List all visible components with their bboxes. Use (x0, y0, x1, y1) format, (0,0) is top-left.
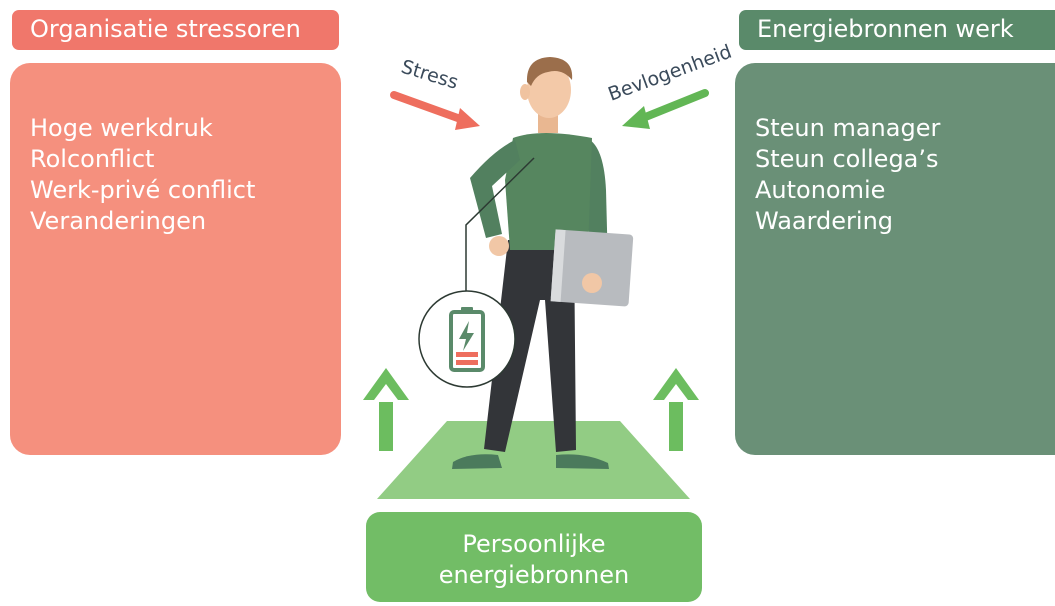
up-arrow-left-icon (363, 368, 409, 451)
stressors-panel: Hoge werkdruk Rolconflict Werk-privé con… (10, 63, 341, 455)
stress-arrow-icon (390, 91, 480, 130)
platform-shape (377, 421, 690, 499)
resource-item: Steun manager (755, 114, 941, 142)
personal-resources-box: Persoonlijke energiebronnen (366, 512, 702, 602)
stressor-item: Hoge werkdruk (30, 114, 213, 142)
laptop-icon (550, 229, 634, 307)
resource-item: Autonomie (755, 176, 886, 204)
engagement-label: Bevlogenheid (605, 41, 734, 106)
personal-resources-line: Persoonlijke (462, 530, 606, 558)
stress-label: Stress (399, 56, 461, 94)
stressors-header: Organisatie stressoren (12, 10, 339, 50)
resource-item: Steun collega’s (755, 145, 939, 173)
personal-resources-line: energiebronnen (438, 561, 630, 589)
person-figure-icon (452, 57, 634, 469)
stressor-item: Veranderingen (30, 207, 207, 235)
battery-badge-icon (418, 290, 516, 388)
engagement-arrow-icon (622, 89, 709, 129)
stressor-item: Werk-privé conflict (30, 176, 256, 204)
work-resources-panel: Steun manager Steun collega’s Autonomie … (735, 63, 1055, 455)
work-resources-header: Energiebronnen werk (739, 10, 1055, 50)
connector-line (465, 157, 535, 297)
stressor-item: Rolconflict (30, 145, 155, 173)
up-arrow-right-icon (653, 368, 699, 451)
resource-item: Waardering (755, 207, 894, 235)
